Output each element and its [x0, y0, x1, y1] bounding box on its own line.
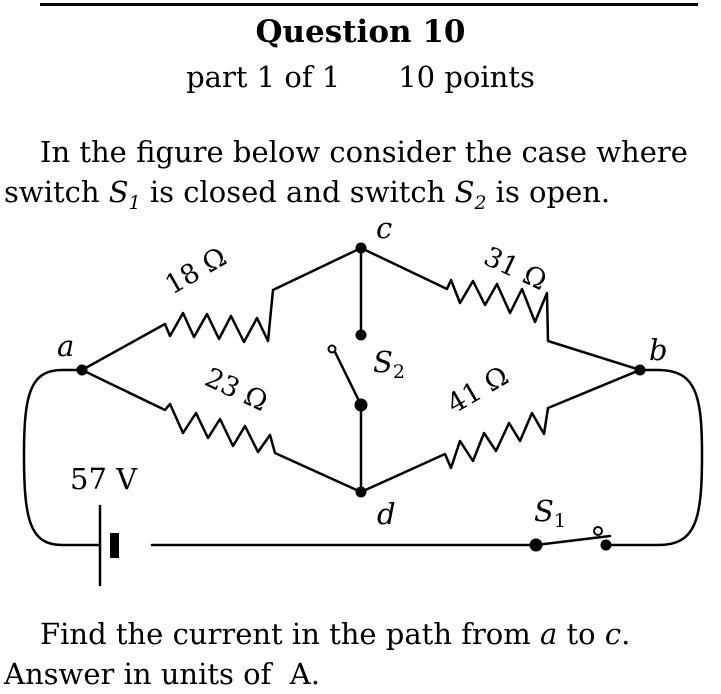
intro-pre-text: In the figure below consider the case wh…	[4, 135, 688, 209]
top-rule	[40, 3, 698, 6]
switch-s2-top-contact	[355, 329, 367, 341]
resistor-db-label: 41 Ω	[442, 361, 514, 421]
switch-s2-label: S2	[373, 345, 405, 383]
node-c-ref: c	[604, 617, 622, 651]
wire-outer-left	[22, 368, 102, 547]
node-c-dot	[355, 242, 367, 254]
resistor-ac-label: 18 Ω	[160, 242, 232, 302]
resistor-ad-label: 23 Ω	[200, 362, 272, 418]
s1-symbol: S1	[108, 175, 141, 214]
part-label: part 1 of 1	[186, 60, 341, 94]
battery-short-plate	[110, 533, 119, 558]
node-b-label: b	[649, 333, 668, 367]
switch-s1-pivot	[529, 538, 543, 552]
node-a-ref: a	[539, 617, 558, 651]
switch-s1-contact	[600, 539, 612, 551]
switch-s1-label: S1	[534, 494, 566, 532]
switch-s1-tip	[593, 526, 603, 536]
resistor-cb-label: 31 Ω	[479, 241, 551, 297]
question-prompt: Find the current in the path from a to c…	[4, 614, 721, 694]
intro-mid-text: is closed and switch	[140, 175, 455, 209]
switch-s2-blade	[333, 350, 363, 407]
node-d-label: d	[377, 497, 396, 531]
question-title: Question 10	[255, 14, 466, 50]
node-d-dot	[355, 486, 367, 498]
switch-s2-tip	[327, 344, 337, 354]
wire-outer-right	[604, 368, 704, 547]
switch-s1-blade	[534, 534, 612, 547]
node-c-label: c	[376, 211, 392, 245]
problem-statement: In the figure below consider the case wh…	[4, 132, 721, 224]
question-line: Find the current in the path from a to c…	[40, 617, 631, 651]
node-a-label: a	[57, 329, 74, 363]
s2-symbol: S2	[454, 175, 487, 214]
question-subtitle: part 1 of 1 10 points	[0, 60, 721, 94]
switch-s2-pivot	[354, 398, 368, 412]
node-a-dot	[76, 364, 88, 376]
battery-voltage-label: 57 V	[70, 462, 138, 496]
wire-a-d	[80, 368, 363, 494]
intro-post-text: is open.	[486, 175, 611, 209]
wire-d-b	[359, 368, 642, 494]
points-label: 10 points	[398, 60, 535, 94]
wire-a-c	[80, 246, 363, 372]
answer-units-line: Answer in units of A.	[4, 657, 320, 691]
node-b-dot	[634, 364, 646, 376]
wire-c-b	[359, 246, 642, 372]
